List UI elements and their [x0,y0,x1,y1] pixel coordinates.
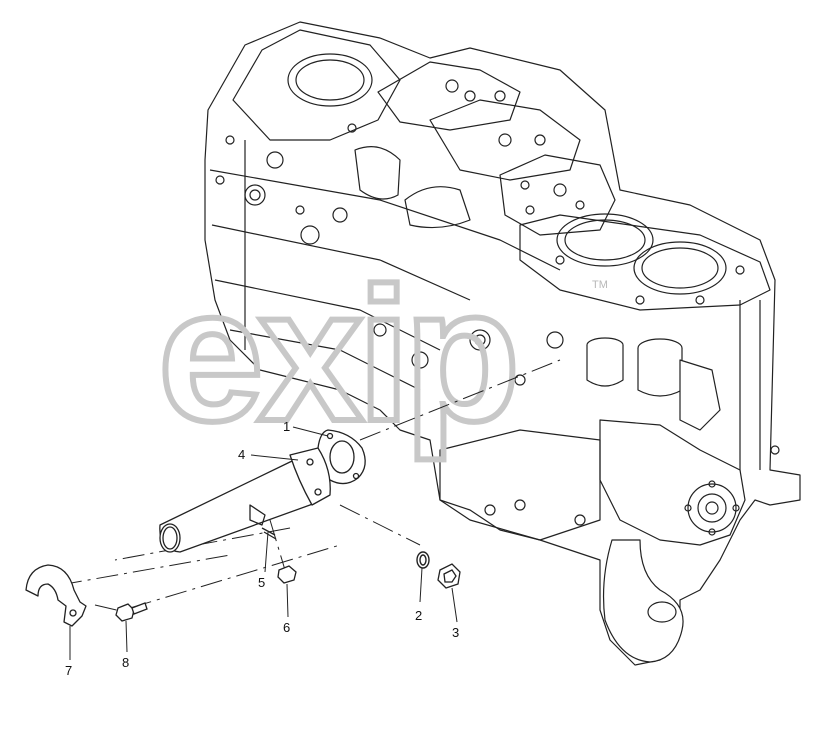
callout-3: 3 [452,625,459,640]
callout-leaders [69,426,458,660]
callout-4: 4 [238,447,245,462]
watermark: exip TM [155,246,608,464]
nut-part-6 [277,565,297,584]
watermark-tm: TM [592,279,608,291]
callout-1: 1 [283,419,290,434]
clip-part-5 [261,527,277,540]
sealing-ring-part-2 [416,551,430,569]
watermark-text: exip [158,249,514,461]
drain-plug-part-3 [437,563,461,589]
callout-labels: 1 2 3 4 5 6 7 8 [65,419,459,678]
water-pipe-part-4 [159,447,331,553]
callout-7: 7 [65,663,72,678]
callout-5: 5 [258,575,265,590]
gasket-part-1 [316,429,366,485]
callout-6: 6 [283,620,290,635]
callout-8: 8 [122,655,129,670]
bolt-part-8 [115,602,148,622]
callout-2: 2 [415,608,422,623]
engine-block [204,21,801,666]
bracket-clamp-part-7 [25,564,87,627]
